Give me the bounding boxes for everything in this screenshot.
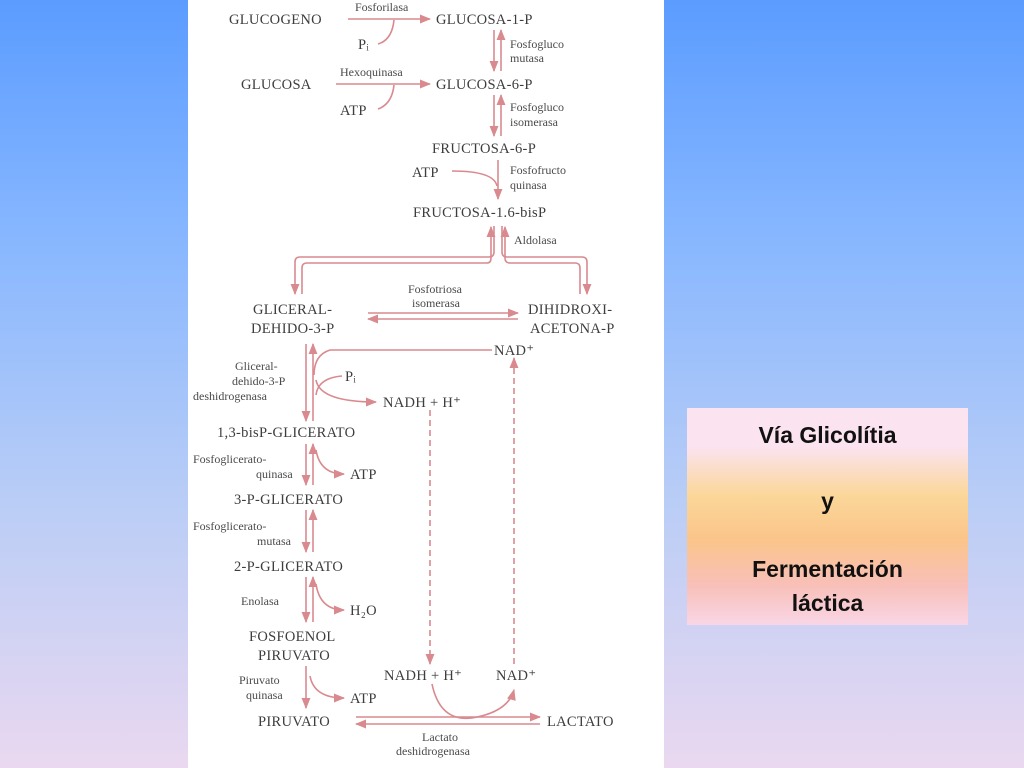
glycolysis-diagram-panel: GLUCOGENO GLUCOSA-1-P GLUCOSA GLUCOSA-6-… [188, 0, 664, 768]
cofactor-nadh-top: NADH + H⁺ [383, 395, 461, 411]
enzyme-fosfoglucomutasa-line1: Fosfogluco [510, 37, 564, 51]
title-line-via-glicolitia: Vía Glicolítia [758, 422, 897, 448]
enzyme-fosfoglucoisomerasa-line1: Fosfogluco [510, 100, 564, 114]
arrow-enolasa-to-h2o [315, 583, 346, 615]
compound-glucogeno: GLUCOGENO [229, 12, 322, 28]
cofactor-atp-hexoquinasa: ATP [340, 103, 367, 119]
arrow-atp-into-hexoquinasa [377, 84, 395, 110]
title-line-y: y [821, 488, 834, 514]
cofactor-nad-top: NAD⁺ [494, 343, 534, 359]
enzyme-piruvatoquinasa-line1: Piruvato [239, 673, 280, 687]
cofactor-atp-pgk: ATP [350, 467, 377, 483]
arrow-nad-top-into-g3pdh [313, 349, 492, 376]
enzyme-fosfogliceratoquinasa-line1: Fosfoglicerato- [193, 452, 266, 466]
cofactor-nadh-bottom: NADH + H⁺ [384, 668, 462, 684]
title-line-lactica: láctica [791, 590, 864, 616]
enzyme-hexoquinasa: Hexoquinasa [340, 65, 403, 79]
arrow-pk-to-atp [309, 675, 346, 703]
compound-piruvato: PIRUVATO [258, 714, 330, 730]
compound-dihidroxiacetona-p-line1: DIHIDROXI- [528, 302, 612, 318]
arrow-atp-into-pfk [451, 170, 498, 187]
title-line-fermentacion: Fermentación [752, 556, 903, 582]
enzyme-g3pdh-line3: deshidrogenasa [193, 389, 268, 403]
enzyme-fosfoglucoisomerasa-line2: isomerasa [510, 115, 559, 129]
enzyme-fosfofructoquinasa-line2: quinasa [510, 178, 547, 192]
cofactor-pi-g3pdh: Pᵢ [345, 369, 356, 385]
enzyme-lactato-deshidrogenasa-line1: Lactato [422, 730, 458, 744]
compound-gliceraldehido-3-p-line1: GLICERAL- [253, 302, 332, 318]
cofactor-h2o-enolasa: H₂O [350, 603, 377, 619]
arrow-dihidroxi-to-f16bisp [500, 225, 581, 294]
enzyme-fosfogliceratomutasa-line2: mutasa [257, 534, 292, 548]
compound-fructosa-16-bisp: FRUCTOSA-1.6-bisP [413, 205, 546, 221]
pathway-arrows [290, 14, 592, 729]
compound-lactato: LACTATO [547, 714, 614, 730]
cofactors: Pᵢ ATP ATP NAD⁺ Pᵢ NADH + H⁺ ATP H₂O NAD… [340, 37, 536, 707]
compound-fosfoenolpiruvato-line1: FOSFOENOL [249, 629, 336, 645]
enzyme-fosfoglucomutasa-line2: mutasa [510, 51, 545, 65]
slide-title-box: Vía Glicolítia y Fermentación láctica [687, 408, 968, 625]
enzymes: Fosforilasa Fosfogluco mutasa Hexoquinas… [193, 0, 566, 758]
compound-2-p-glicerato: 2-P-GLICERATO [234, 559, 343, 575]
compound-3-p-glicerato: 3-P-GLICERATO [234, 492, 343, 508]
compound-fosfoenolpiruvato-line2: PIRUVATO [258, 648, 330, 664]
enzyme-lactato-deshidrogenasa-line2: deshidrogenasa [396, 744, 471, 758]
enzyme-fosfotriosa-isomerasa-line1: Fosfotriosa [408, 282, 463, 296]
enzyme-g3pdh-line1: Gliceral- [235, 359, 278, 373]
enzyme-g3pdh-line2: dehido-3-P [232, 374, 286, 388]
cofactor-atp-pfk: ATP [412, 165, 439, 181]
compound-gliceraldehido-3-p-line2: DEHIDO-3-P [251, 321, 335, 337]
compound-glucosa-1-p: GLUCOSA-1-P [436, 12, 533, 28]
arrow-gliceraldehido-to-f16bisp [301, 225, 496, 294]
cofactor-nad-bottom: NAD⁺ [496, 668, 536, 684]
compound-fructosa-6-p: FRUCTOSA-6-P [432, 141, 536, 157]
enzyme-piruvatoquinasa-line2: quinasa [246, 688, 283, 702]
arrow-nadh-to-nad-through-ldh [431, 683, 516, 720]
compound-glucosa: GLUCOSA [241, 77, 312, 93]
glycolysis-pathway-diagram: GLUCOGENO GLUCOSA-1-P GLUCOSA GLUCOSA-6-… [193, 0, 615, 758]
enzyme-fosfotriosa-isomerasa-line2: isomerasa [412, 296, 461, 310]
enzyme-fosfogliceratomutasa-line1: Fosfoglicerato- [193, 519, 266, 533]
compound-glucosa-6-p: GLUCOSA-6-P [436, 77, 533, 93]
arrow-f16bisp-to-dihidroxi-a [501, 226, 592, 296]
arrow-pi-into-fosforilasa [377, 19, 395, 45]
cofactor-atp-pk: ATP [350, 691, 377, 707]
enzyme-fosfofructoquinasa-line1: Fosfofructo [510, 163, 566, 177]
arrow-pi-into-g3pdh [315, 375, 343, 396]
arrow-f16bisp-to-gliceraldehido-a [290, 226, 495, 296]
enzyme-fosforilasa: Fosforilasa [355, 0, 409, 14]
compound-13-bisp-glicerato: 1,3-bisP-GLICERATO [217, 425, 355, 441]
compound-dihidroxiacetona-p-line2: ACETONA-P [530, 321, 615, 337]
arrow-g3pdh-to-nadh [315, 379, 378, 407]
arrow-pgk-to-atp [315, 449, 346, 479]
enzyme-fosfogliceratoquinasa-line2: quinasa [256, 467, 293, 481]
compounds: GLUCOGENO GLUCOSA-1-P GLUCOSA GLUCOSA-6-… [217, 12, 615, 730]
cofactor-pi-fosforilasa: Pᵢ [358, 37, 369, 53]
enzyme-aldolasa: Aldolasa [514, 233, 557, 247]
enzyme-enolasa: Enolasa [241, 594, 280, 608]
